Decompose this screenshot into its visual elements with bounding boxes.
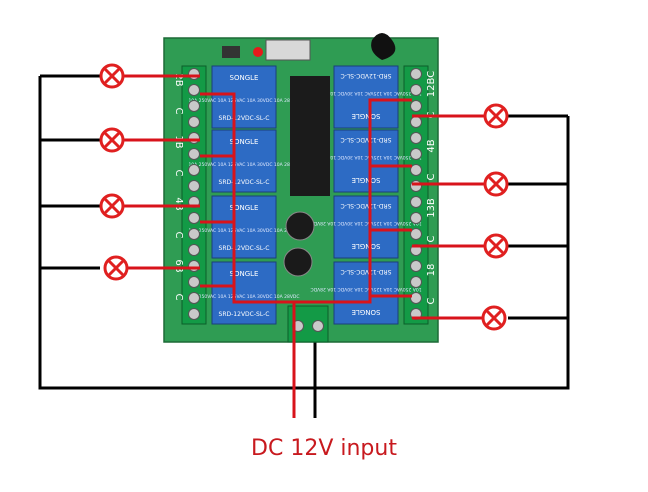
right-channel-label: 12BC — [426, 71, 437, 97]
relay-brand: SONGLE — [230, 270, 259, 278]
left-channel-label: 4B — [173, 197, 184, 210]
terminal-screw — [188, 84, 200, 96]
relay-rating: 10A 250VAC 10A 125VAC 10A 30VDC 10A 28VD… — [188, 162, 299, 168]
relay-model: SRD-12VDC-SL-C — [219, 245, 270, 252]
relay-6: SONGLE SRD-12VDC-SL-C 10A 250VAC 10A 125VA… — [310, 129, 422, 193]
relay-8: SONGLE SRD-12VDC-SL-C 10A 250VAC 10A 125VA… — [310, 261, 422, 325]
terminal-screw — [188, 68, 200, 80]
left-channel-label: C — [173, 294, 184, 301]
terminal-screw — [410, 212, 422, 224]
terminal-screw — [188, 276, 200, 288]
relay-2: SONGLE SRD-12VDC-SL-C 10A 250VAC 10A 125VA… — [188, 129, 300, 193]
right-channel-label: 4B — [426, 139, 437, 152]
terminal-screw — [410, 148, 422, 160]
lamp-icon — [483, 233, 509, 259]
relay-model: SRD-12VDC-SL-C — [341, 202, 392, 209]
right-channel-label: C — [426, 173, 437, 180]
terminal-screw — [188, 228, 200, 240]
relay-rating: 10A 250VAC 10A 125VAC 10A 30VDC 10A 28VD… — [188, 98, 299, 104]
relay-model: SRD-12VDC-SL-C — [341, 268, 392, 275]
decoder-chip — [290, 76, 330, 196]
relay-brand: SONGLE — [352, 176, 381, 184]
terminal-screw — [410, 276, 422, 288]
right-channel-label: C — [426, 297, 437, 304]
relay-brand: SONGLE — [352, 242, 381, 250]
capacitor — [285, 211, 315, 241]
relay-brand: SONGLE — [352, 112, 381, 120]
right-channel-label: 18 — [426, 264, 437, 277]
lamp-icon — [99, 63, 125, 89]
relay-contact-wiring — [124, 74, 484, 418]
receiver-module — [265, 39, 311, 61]
terminal-screw — [188, 260, 200, 272]
lamp-group — [99, 63, 509, 331]
terminal-screw — [410, 228, 422, 240]
relay-7: SONGLE SRD-12VDC-SL-C 10A 250VAC 10A 125VA… — [310, 195, 422, 259]
left-channel-label: 1B — [173, 135, 184, 148]
lamp-icon — [99, 127, 125, 153]
capacitor — [283, 247, 313, 277]
relay-rating: 10A 250VAC 10A 125VAC 10A 30VDC 10A 28VD… — [310, 286, 421, 292]
left-channel-label: C — [173, 232, 184, 239]
relay-rating: 10A 250VAC 10A 125VAC 10A 30VDC 10A 28VD… — [310, 154, 421, 160]
status-led — [253, 47, 263, 57]
relay-rating: 10A 250VAC 10A 125VAC 10A 30VDC 10A 28VD… — [310, 90, 421, 96]
terminal-screw — [188, 116, 200, 128]
power-input-caption: DC 12V input — [251, 436, 397, 461]
relay-rating: 10A 250VAC 10A 125VAC 10A 30VDC 10A 28VD… — [188, 228, 299, 234]
relay-brand: SONGLE — [230, 204, 259, 212]
relay-model: SRD-12VDC-SL-C — [219, 115, 270, 122]
lamp-icon — [103, 255, 129, 281]
terminal-screw — [410, 132, 422, 144]
terminal-screw — [188, 244, 200, 256]
terminal-screw — [312, 320, 324, 332]
terminal-screw — [188, 212, 200, 224]
relay-1: SONGLE SRD-12VDC-SL-C 10A 250VAC 10A 125VA… — [188, 65, 300, 129]
terminal-screw — [188, 100, 200, 112]
relay-5: SONGLE SRD-12VDC-SL-C 10A 250VAC 10A 125VA… — [310, 65, 422, 129]
terminal-screw — [188, 308, 200, 320]
left-channel-label: C — [173, 108, 184, 115]
relay-brand: SONGLE — [352, 308, 381, 316]
lamp-icon — [483, 171, 509, 197]
terminal-screw — [410, 196, 422, 208]
common-return-wire — [38, 74, 570, 418]
relay-4: SONGLE SRD-12VDC-SL-C 10A 250VAC 10A 125VA… — [188, 261, 300, 325]
lamp-icon — [99, 193, 125, 219]
terminal-screw — [188, 164, 200, 176]
relay-rating: 10A 250VAC 10A 125VAC 10A 30VDC 10A 28VD… — [310, 220, 421, 226]
right-channel-label: 13B — [426, 198, 437, 218]
terminal-screw — [188, 132, 200, 144]
relay-model: SRD-12VDC-SL-C — [341, 72, 392, 79]
relay-rating: 10A 250VAC 10A 125VAC 10A 30VDC 10A 28VD… — [188, 294, 299, 300]
terminal-screw — [188, 292, 200, 304]
learn-button — [222, 46, 240, 58]
right-channel-label: C — [426, 235, 437, 242]
left-channel-label: 6B — [173, 259, 184, 272]
relay-model: SRD-12VDC-SL-C — [219, 311, 270, 318]
left-channel-label: C — [173, 170, 184, 177]
relay-brand: SONGLE — [230, 74, 259, 82]
relay-3: SONGLE SRD-12VDC-SL-C 10A 250VAC 10A 125VA… — [188, 195, 300, 259]
lamp-icon — [481, 305, 507, 331]
terminal-screw — [410, 180, 422, 192]
terminal-screw — [410, 292, 422, 304]
terminal-screw — [188, 148, 200, 160]
terminal-screw — [410, 68, 422, 80]
relay-brand: SONGLE — [230, 138, 259, 146]
antenna-coil — [371, 33, 396, 60]
terminal-screw — [410, 84, 422, 96]
terminal-screw — [188, 180, 200, 192]
terminal-screw — [410, 100, 422, 112]
relay-model: SRD-12VDC-SL-C — [219, 179, 270, 186]
relay-model: SRD-12VDC-SL-C — [341, 136, 392, 143]
terminal-screw — [410, 164, 422, 176]
left-channel-label: 2B — [173, 73, 184, 86]
lamp-icon — [483, 103, 509, 129]
terminal-screw — [410, 116, 422, 128]
terminal-screw — [410, 260, 422, 272]
